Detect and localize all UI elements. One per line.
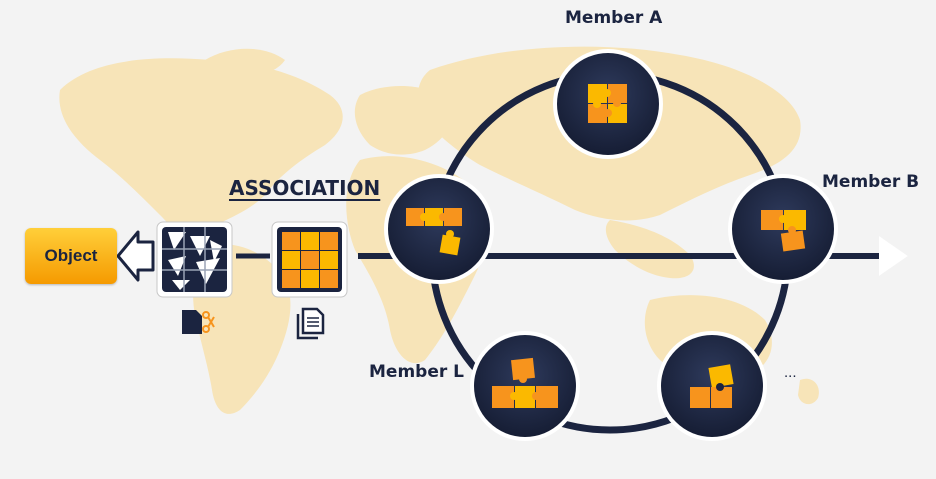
member-a-label: Member A — [565, 8, 663, 28]
scissors-document-icon — [182, 310, 215, 334]
document-icon — [296, 307, 325, 340]
cut-puzzle-tile — [156, 221, 233, 298]
puzzle-icon — [761, 210, 806, 252]
member-b-node — [728, 174, 838, 284]
member-a-node — [553, 49, 663, 159]
object-box: Object — [25, 228, 117, 284]
arrow-to-object-icon — [116, 230, 155, 282]
puzzle-tile — [271, 221, 348, 298]
member-more-node — [657, 331, 767, 441]
puzzle-icon — [492, 357, 558, 408]
puzzle-icon — [406, 208, 462, 256]
member-more-label: ... — [784, 364, 797, 381]
association-node — [384, 174, 494, 284]
association-title: ASSOCIATION — [229, 176, 381, 200]
puzzle-icon — [690, 364, 734, 408]
member-l-node — [470, 331, 580, 441]
flow-arrow-head — [879, 236, 908, 276]
puzzle-icon — [588, 84, 627, 123]
object-label: Object — [44, 246, 98, 265]
member-l-label: Member L — [369, 362, 464, 382]
member-b-label: Member B — [822, 172, 920, 192]
